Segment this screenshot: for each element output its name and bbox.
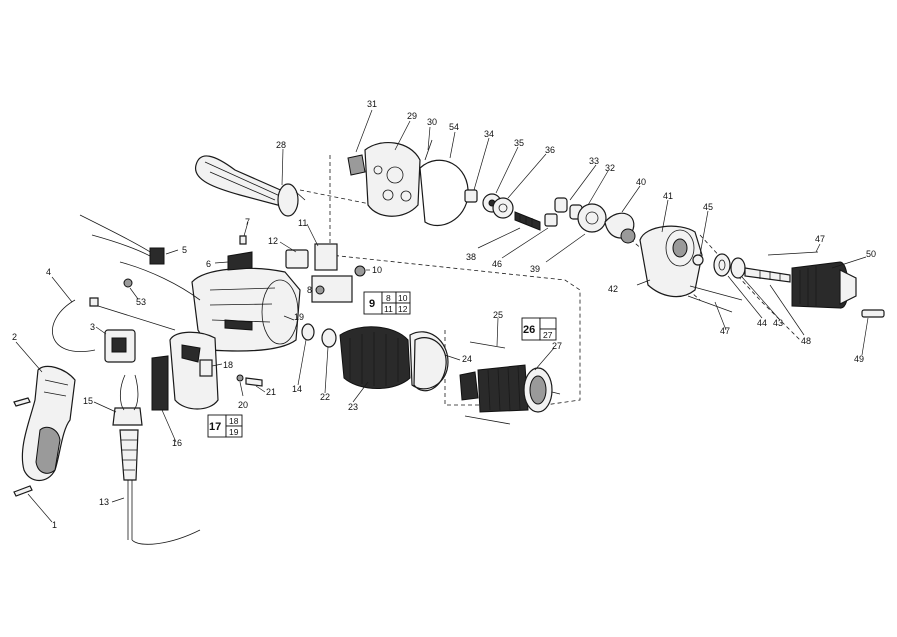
armature (459, 317, 561, 425)
callout-33: 33 (589, 156, 599, 166)
callout-24: 24 (462, 354, 472, 364)
callout-15: 15 (83, 396, 93, 406)
callout-20: 20 (238, 400, 248, 410)
callout-47a: 47 (815, 234, 825, 244)
callout-8: 8 (307, 285, 312, 295)
callout-14: 14 (292, 384, 302, 394)
box-9-a: 8 (386, 293, 391, 303)
callout-43: 43 (773, 318, 783, 328)
callout-11: 11 (298, 218, 307, 228)
callout-30: 30 (427, 117, 437, 127)
spindle-assembly (692, 210, 805, 336)
gear-train-front (464, 137, 558, 259)
callout-31: 31 (367, 99, 377, 109)
reference-box-9: 9 8 10 11 12 (363, 291, 411, 315)
callout-1: 1 (52, 520, 57, 530)
callout-48: 48 (801, 336, 811, 346)
motor-field (297, 323, 461, 403)
callout-2: 2 (12, 332, 17, 342)
callout-39: 39 (530, 264, 540, 274)
brush-holders (279, 223, 370, 303)
switch-parts (151, 221, 295, 443)
box-9-b: 10 (398, 293, 408, 303)
callout-38: 38 (466, 252, 476, 262)
box-9-main: 9 (369, 298, 375, 310)
callout-12: 12 (268, 236, 278, 246)
callout-28: 28 (276, 140, 286, 150)
gear-housing (347, 139, 469, 227)
callout-27: 27 (552, 341, 562, 351)
callout-47b: 47 (720, 326, 730, 336)
callout-18: 18 (223, 360, 233, 370)
callout-53: 53 (136, 297, 146, 307)
callout-7: 7 (245, 217, 250, 227)
callout-23: 23 (348, 402, 358, 412)
callout-labels: 1 2 3 4 5 6 7 8 10 11 12 13 14 15 16 18 … (12, 99, 876, 530)
callout-40: 40 (636, 177, 646, 187)
side-handle (195, 148, 306, 217)
callout-29: 29 (407, 111, 417, 121)
callout-41: 41 (663, 191, 673, 201)
callout-13: 13 (99, 497, 109, 507)
box-9-c: 11 (384, 304, 393, 314)
reference-box-17: 17 18 19 (207, 414, 243, 438)
callout-5: 5 (182, 245, 187, 255)
callout-36: 36 (545, 145, 555, 155)
callout-35: 35 (514, 138, 524, 148)
callout-10: 10 (372, 265, 382, 275)
callout-32: 32 (605, 163, 615, 173)
callout-46: 46 (492, 259, 502, 269)
callout-42: 42 (608, 284, 618, 294)
housing-leaders (355, 109, 456, 159)
callout-6: 6 (206, 259, 211, 269)
gear-train-rear (545, 164, 641, 263)
callout-44: 44 (757, 318, 767, 328)
box-17-main: 17 (209, 421, 221, 433)
cord-set (93, 374, 201, 545)
callout-19: 19 (294, 312, 304, 322)
baffle (413, 337, 447, 392)
callout-3: 3 (90, 322, 95, 332)
motor-housing (169, 267, 301, 410)
box-26-main: 26 (523, 324, 535, 336)
callout-49: 49 (854, 354, 864, 364)
callout-45: 45 (703, 202, 713, 212)
callout-21: 21 (266, 387, 276, 397)
box-17-b: 19 (229, 427, 239, 437)
chuck (791, 256, 867, 309)
reference-box-26: 26 27 (521, 317, 557, 341)
callout-54: 54 (449, 122, 459, 132)
box-26-a: 27 (543, 330, 553, 340)
callout-50: 50 (866, 249, 876, 259)
callout-25: 25 (493, 310, 503, 320)
screws-front (687, 243, 885, 356)
box-17-a: 18 (229, 416, 239, 426)
callout-34: 34 (484, 129, 494, 139)
switch-and-wiring (51, 214, 201, 363)
gear-case (636, 199, 703, 298)
handle-half (13, 341, 76, 523)
box-9-d: 12 (398, 304, 408, 314)
callout-4: 4 (46, 267, 51, 277)
callout-16: 16 (172, 438, 182, 448)
callout-22: 22 (320, 392, 330, 402)
